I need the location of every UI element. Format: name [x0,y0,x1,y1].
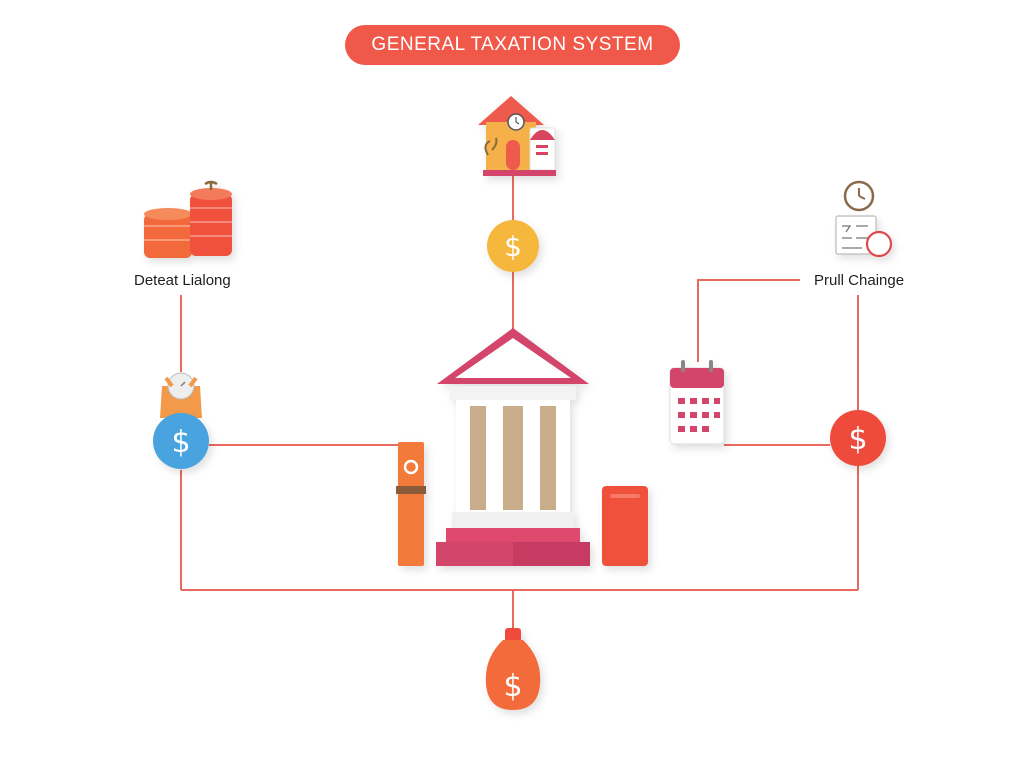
lightbulb-icon: $ [485,628,541,710]
calendar-icon [669,360,725,445]
dollar-coin-right: $ [830,410,886,466]
right-node-label: Prull Chainge [814,272,905,289]
tax-document-icon [602,486,648,566]
dollar-coin-left: $ [153,413,209,469]
money-bag-icon [160,372,202,418]
house-icon [478,96,556,176]
receipt-icon [835,215,893,258]
dollar-coin-top: $ [487,220,539,272]
currency-symbol: $ [504,230,522,263]
currency-symbol: $ [848,422,867,457]
tax-pillar-icon [396,442,426,566]
diagram-title: GENERAL TAXATION SYSTEM [345,25,680,65]
clock-icon [843,180,875,212]
connector-calendar-to-label [697,279,800,362]
left-node-label: Deteat Lialong [134,272,231,289]
currency-symbol: $ [171,425,190,460]
connector-lines [180,176,859,632]
coin-stack-icon [144,180,232,258]
bank-building-icon [436,328,590,566]
currency-symbol: $ [503,669,522,704]
